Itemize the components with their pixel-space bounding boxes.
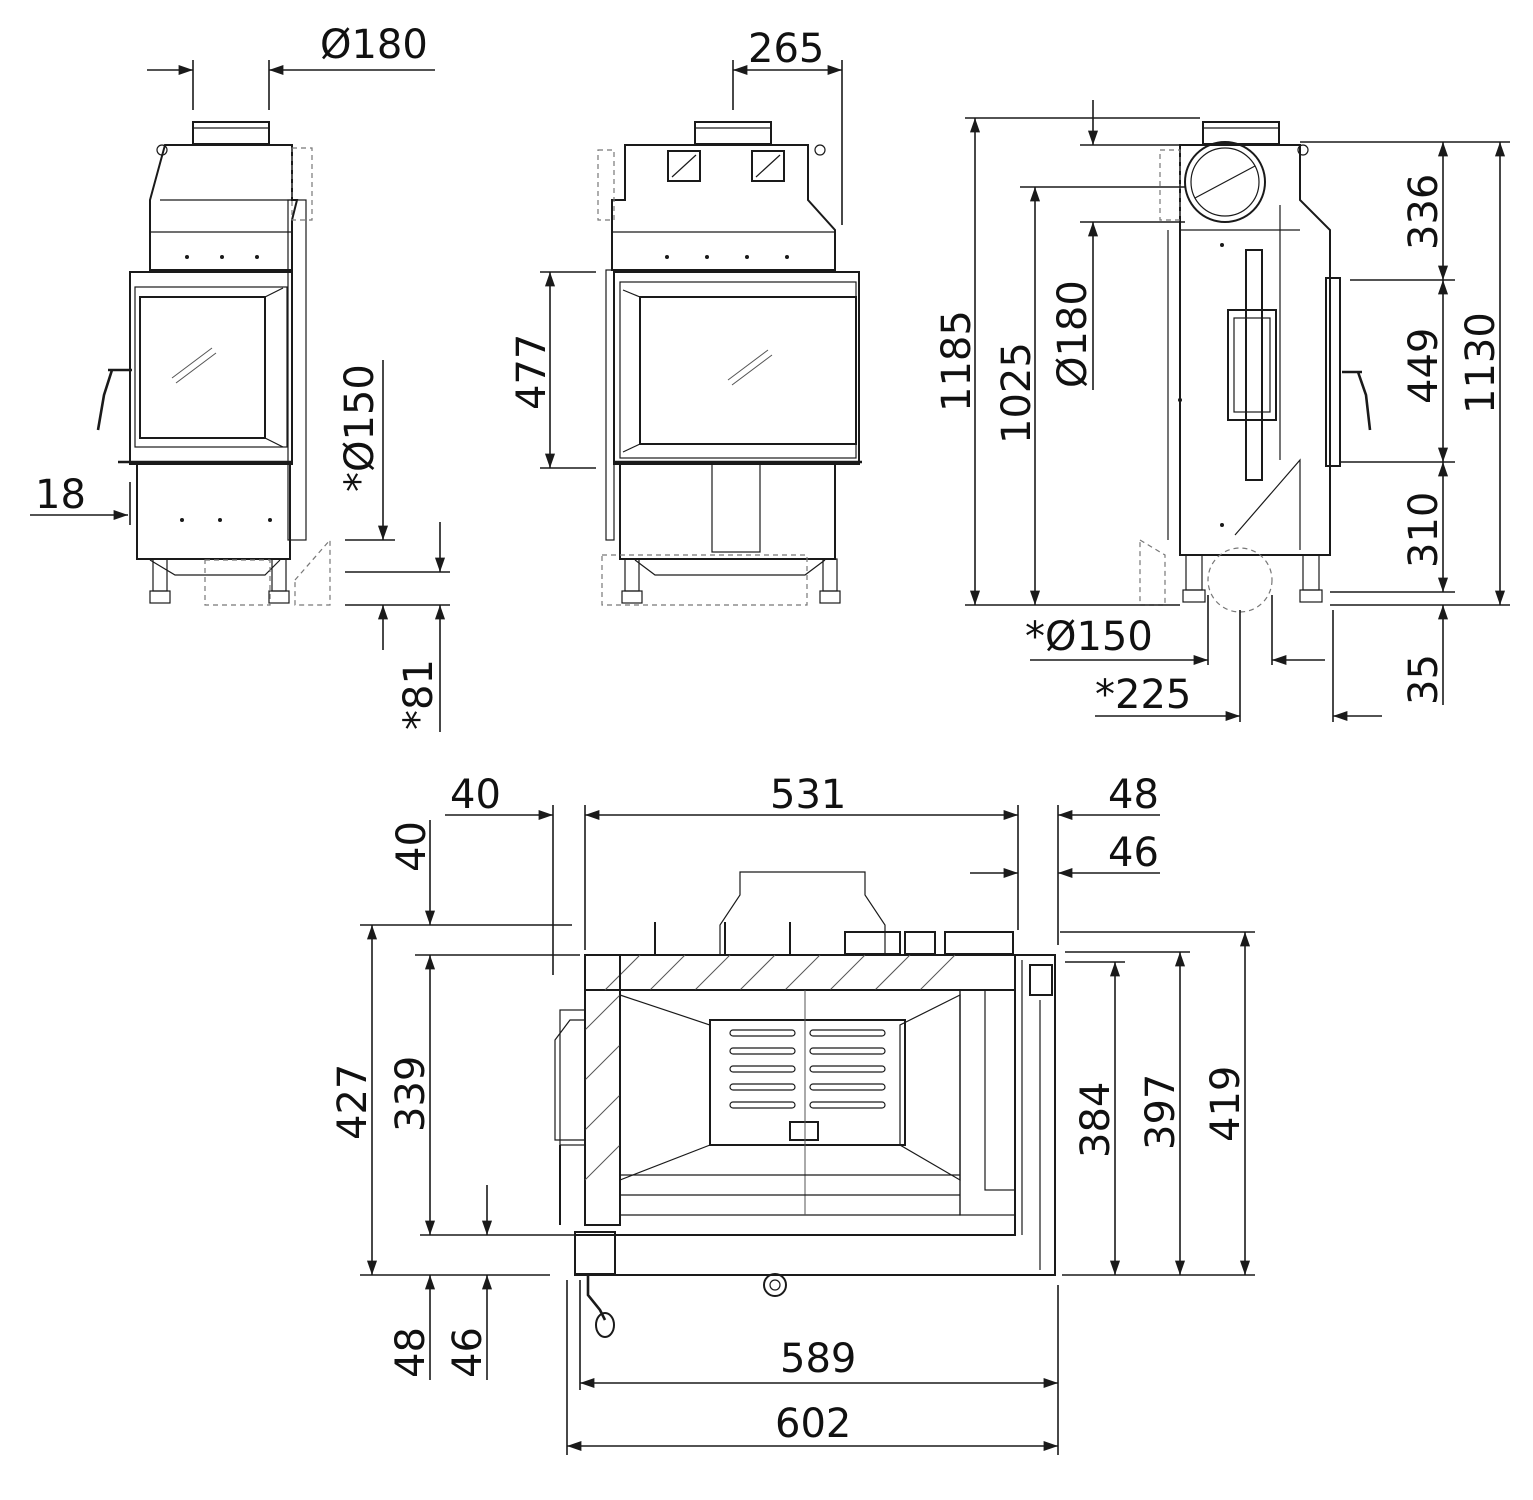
plan-view-dimensions: 40 531 48 46 40 427 339 48 46 384 397 41… [330,772,1255,1455]
dim-plan-46-top: 46 [1108,830,1159,876]
dim-rear-inlet-diameter: *Ø150 [1025,614,1153,660]
dim-side-477: 477 [509,334,555,410]
dim-plan-40-top: 40 [450,772,501,818]
dim-rear-225: *225 [1095,672,1191,718]
dim-rear-flue-diameter: Ø180 [1050,280,1096,388]
dim-plan-427: 427 [330,1064,376,1140]
dim-rear-1130: 1130 [1458,312,1504,414]
dim-rear-310: 310 [1401,492,1447,568]
dim-rear-35: 35 [1401,654,1447,705]
dim-plan-384: 384 [1073,1082,1119,1158]
dim-rear-449: 449 [1401,328,1447,404]
dim-side-265: 265 [748,26,824,72]
rear-view-dimensions: 1185 1025 Ø180 336 449 310 35 1130 *Ø150 [934,100,1510,722]
dim-rear-1025: 1025 [994,342,1040,444]
rear-view [1139,121,1372,613]
front-view-dimensions: Ø180 18 *Ø150 *81 [30,22,450,732]
side-view-dimensions: 265 477 [509,26,843,469]
dim-plan-46-bottom: 46 [445,1327,491,1378]
dim-plan-48-bottom: 48 [388,1327,434,1378]
dim-rear-336: 336 [1401,174,1447,250]
dim-plan-419: 419 [1203,1066,1249,1142]
dim-rear-1185: 1185 [934,310,980,412]
dim-plan-531: 531 [770,772,846,818]
plan-view [554,871,1056,1338]
dim-plan-589: 589 [780,1336,856,1382]
front-view [96,121,331,606]
dim-plan-40-left: 40 [389,821,435,872]
dim-plan-339: 339 [388,1056,434,1132]
side-view [597,121,862,606]
dim-front-18: 18 [35,472,86,518]
dim-plan-397: 397 [1138,1074,1184,1150]
dim-front-flue-diameter: Ø180 [320,22,428,68]
dim-front-81: *81 [396,659,442,730]
dim-plan-602: 602 [775,1401,851,1447]
dim-front-inlet-diameter: *Ø150 [337,364,383,492]
dim-plan-48-top: 48 [1108,772,1159,818]
